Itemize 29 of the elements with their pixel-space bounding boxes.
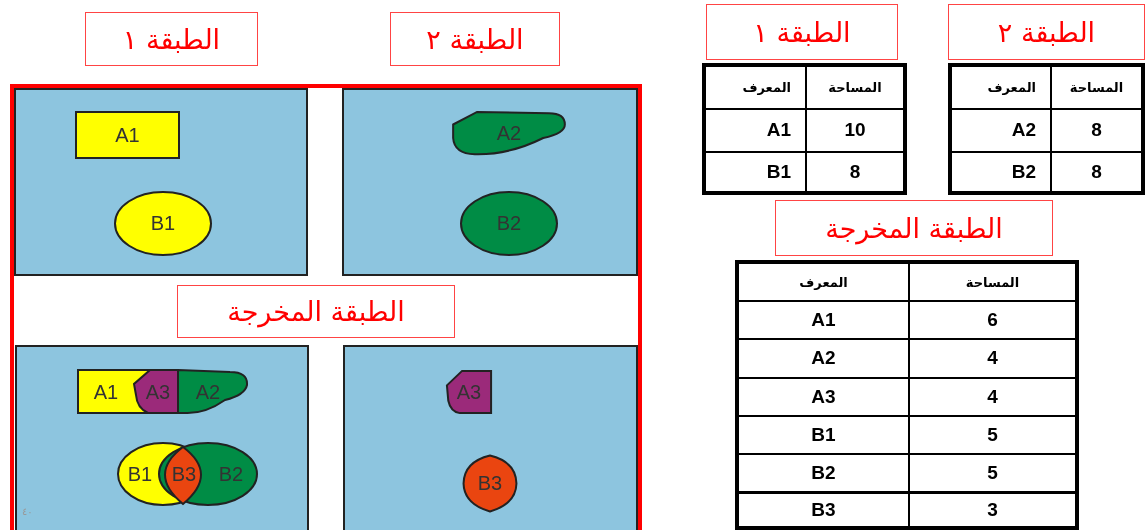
table-cell: B3 [735, 491, 910, 530]
table-cell: 8 [1050, 150, 1145, 195]
map-feature: B3 [463, 455, 517, 512]
page-number: ٤٠ [22, 506, 33, 517]
layer-title: الطبقة المخرجة [775, 200, 1053, 256]
map-feature: B1 [115, 192, 211, 255]
map-feature: B2 [461, 192, 557, 255]
layer-title: الطبقة ٢ [390, 12, 560, 66]
table-cell: 3 [908, 491, 1079, 530]
layer-title: الطبقة المخرجة [177, 285, 455, 338]
column-header: المعرف [702, 63, 807, 110]
column-header: المساحة [1050, 63, 1145, 110]
map-feature: A2 [452, 111, 566, 156]
column-header: المساحة [908, 260, 1079, 302]
table-cell: B2 [735, 453, 910, 494]
table-cell: B2 [948, 150, 1052, 195]
table-cell: 5 [908, 453, 1079, 494]
column-header: المعرف [948, 63, 1052, 110]
map-feature: A1 [76, 112, 179, 158]
layer-title: الطبقة ٢ [948, 4, 1145, 60]
column-header: المعرف [735, 260, 910, 302]
table-cell: 8 [805, 150, 907, 195]
layer-title: الطبقة ١ [706, 4, 898, 60]
layer-title: الطبقة ١ [85, 12, 258, 66]
table-cell: B1 [702, 150, 807, 195]
feature-label: A1 [86, 380, 126, 404]
feature-label: B2 [212, 462, 250, 486]
feature-label: B1 [122, 462, 158, 486]
column-header: المساحة [805, 63, 907, 110]
